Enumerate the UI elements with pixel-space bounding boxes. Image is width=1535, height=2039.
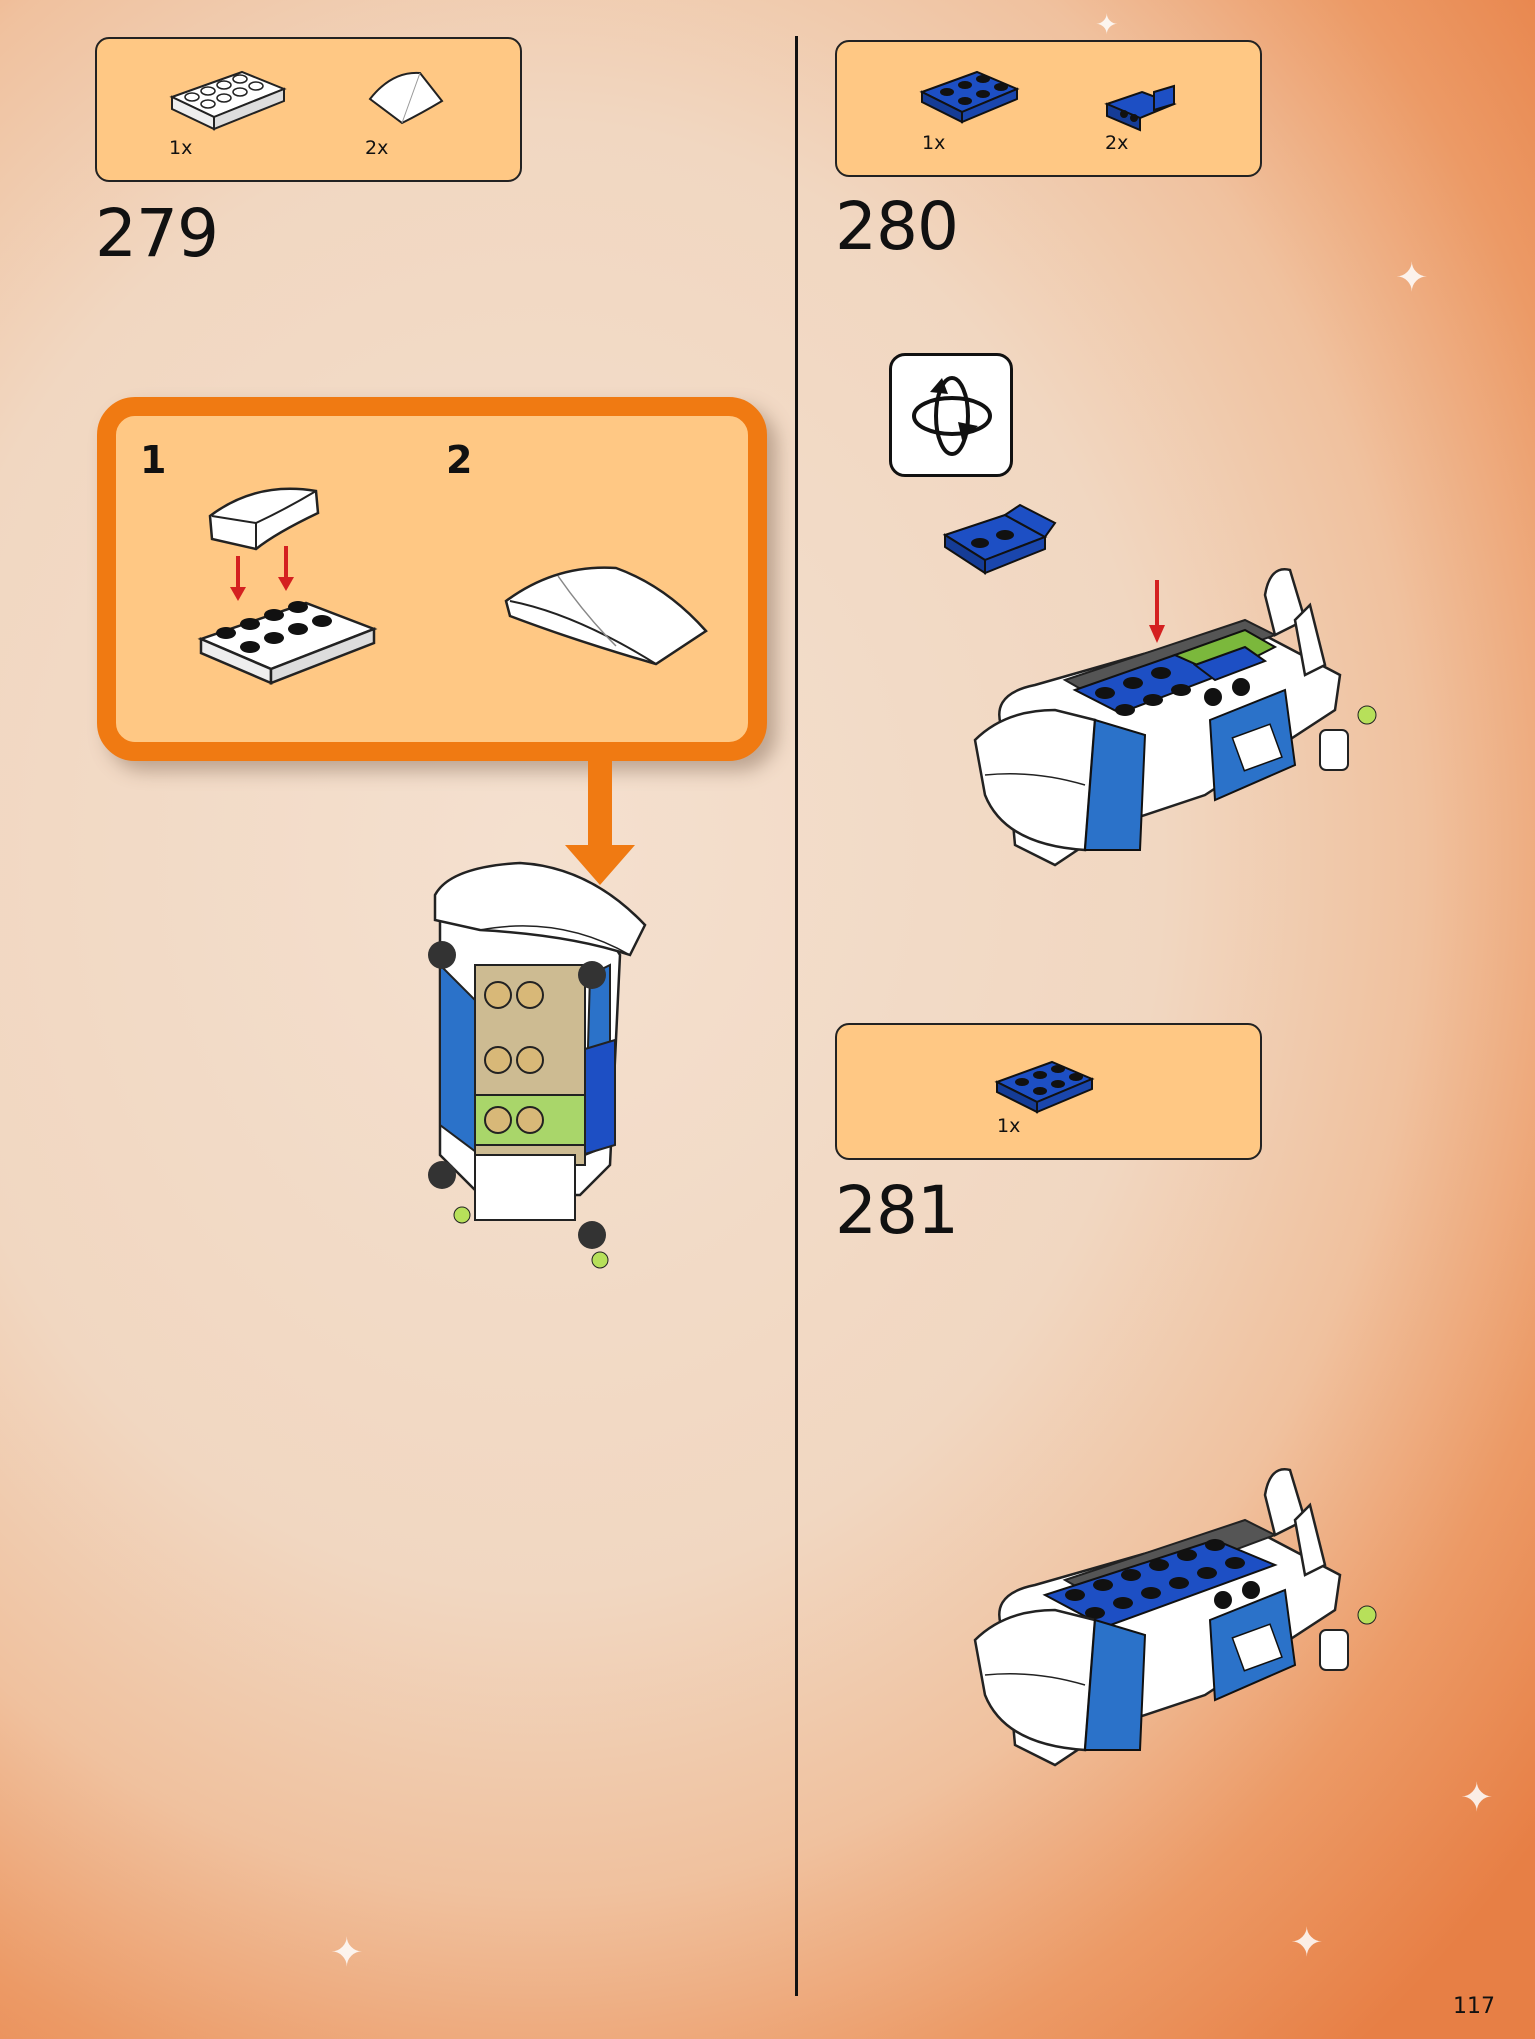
rotate-arrows-icon — [912, 376, 992, 456]
sparkle-icon: ✦ — [1290, 1920, 1324, 1966]
sparkle-icon: ✦ — [1460, 1775, 1494, 1821]
blue-bracket-icon — [1104, 84, 1177, 132]
part-quantity: 1x — [922, 132, 946, 154]
page-number: 117 — [1453, 1994, 1495, 2019]
step-number: 281 — [835, 1172, 959, 1249]
white-curved-slope-icon — [368, 71, 444, 125]
sparkle-icon: ✦ — [1395, 255, 1429, 301]
sub-step-2-illustration — [504, 566, 708, 666]
rotate-model-icon — [889, 353, 1013, 477]
part-quantity: 2x — [365, 137, 389, 159]
step-number: 279 — [95, 195, 219, 272]
sub-assembly-callout: 1 2 — [97, 397, 767, 761]
callout-arrow-icon — [565, 745, 635, 885]
parts-list-280: 1x 2x — [835, 40, 1262, 177]
model-280-illustration — [942, 503, 1377, 867]
model-281-illustration — [973, 1468, 1377, 1767]
blue-plate-2x3-icon — [919, 70, 1020, 124]
column-divider — [795, 36, 798, 1996]
sparkle-icon: ✦ — [330, 1930, 364, 1976]
model-279-illustration — [428, 861, 647, 1269]
sparkle-icon: ✦ — [1095, 8, 1119, 41]
part-quantity: 1x — [997, 1115, 1021, 1137]
white-plate-2x4-icon — [169, 70, 287, 131]
blue-plate-2x3-icon — [994, 1060, 1095, 1114]
part-quantity: 1x — [169, 137, 193, 159]
sub-step-number: 2 — [446, 438, 473, 482]
sub-step-number: 1 — [140, 438, 167, 482]
step-number: 280 — [835, 188, 959, 265]
parts-list-279: 1x 2x — [95, 37, 522, 182]
parts-list-281: 1x — [835, 1023, 1262, 1160]
part-quantity: 2x — [1105, 132, 1129, 154]
sub-step-1-illustration — [197, 487, 378, 685]
